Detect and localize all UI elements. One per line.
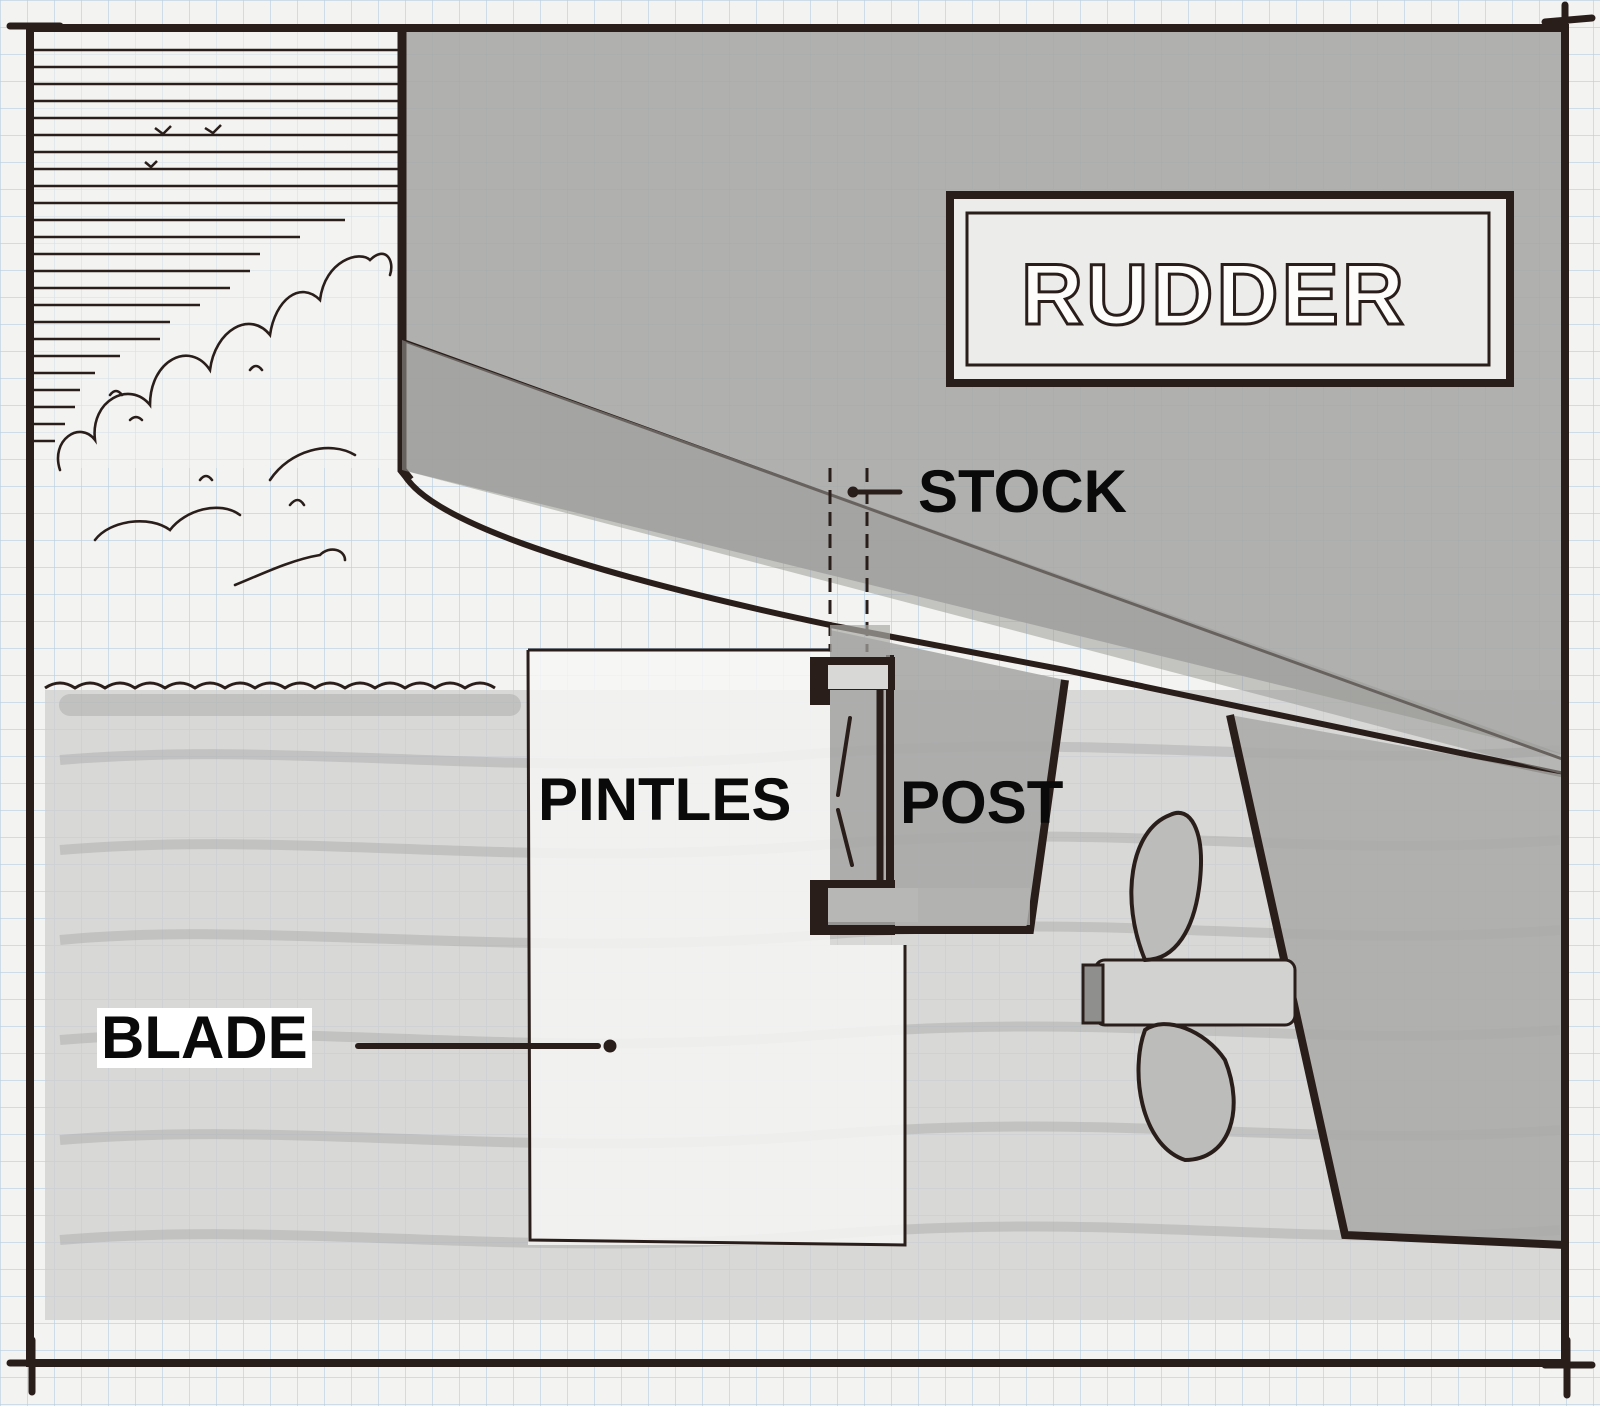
diagram-title: RUDDER — [1020, 245, 1407, 344]
keel — [1226, 714, 1566, 1249]
rudder-stock — [828, 468, 869, 652]
leader-lines — [355, 486, 903, 1053]
title-box — [946, 191, 1514, 387]
sky — [32, 28, 400, 468]
clouds — [56, 252, 393, 587]
stock-top — [830, 625, 890, 660]
waterline — [44, 681, 496, 690]
rudder-blade — [526, 648, 907, 1247]
label-blade: BLADE — [97, 1008, 312, 1068]
frame-corner-ticks — [6, 1, 1596, 1399]
propeller — [1081, 810, 1297, 1163]
pintles — [810, 657, 1030, 935]
label-post: POST — [900, 769, 1064, 836]
label-stock: STOCK — [918, 458, 1127, 525]
label-pintles: PINTLES — [538, 766, 792, 833]
post — [830, 630, 1069, 934]
birds — [144, 124, 222, 169]
drawing-frame — [26, 24, 1569, 1367]
